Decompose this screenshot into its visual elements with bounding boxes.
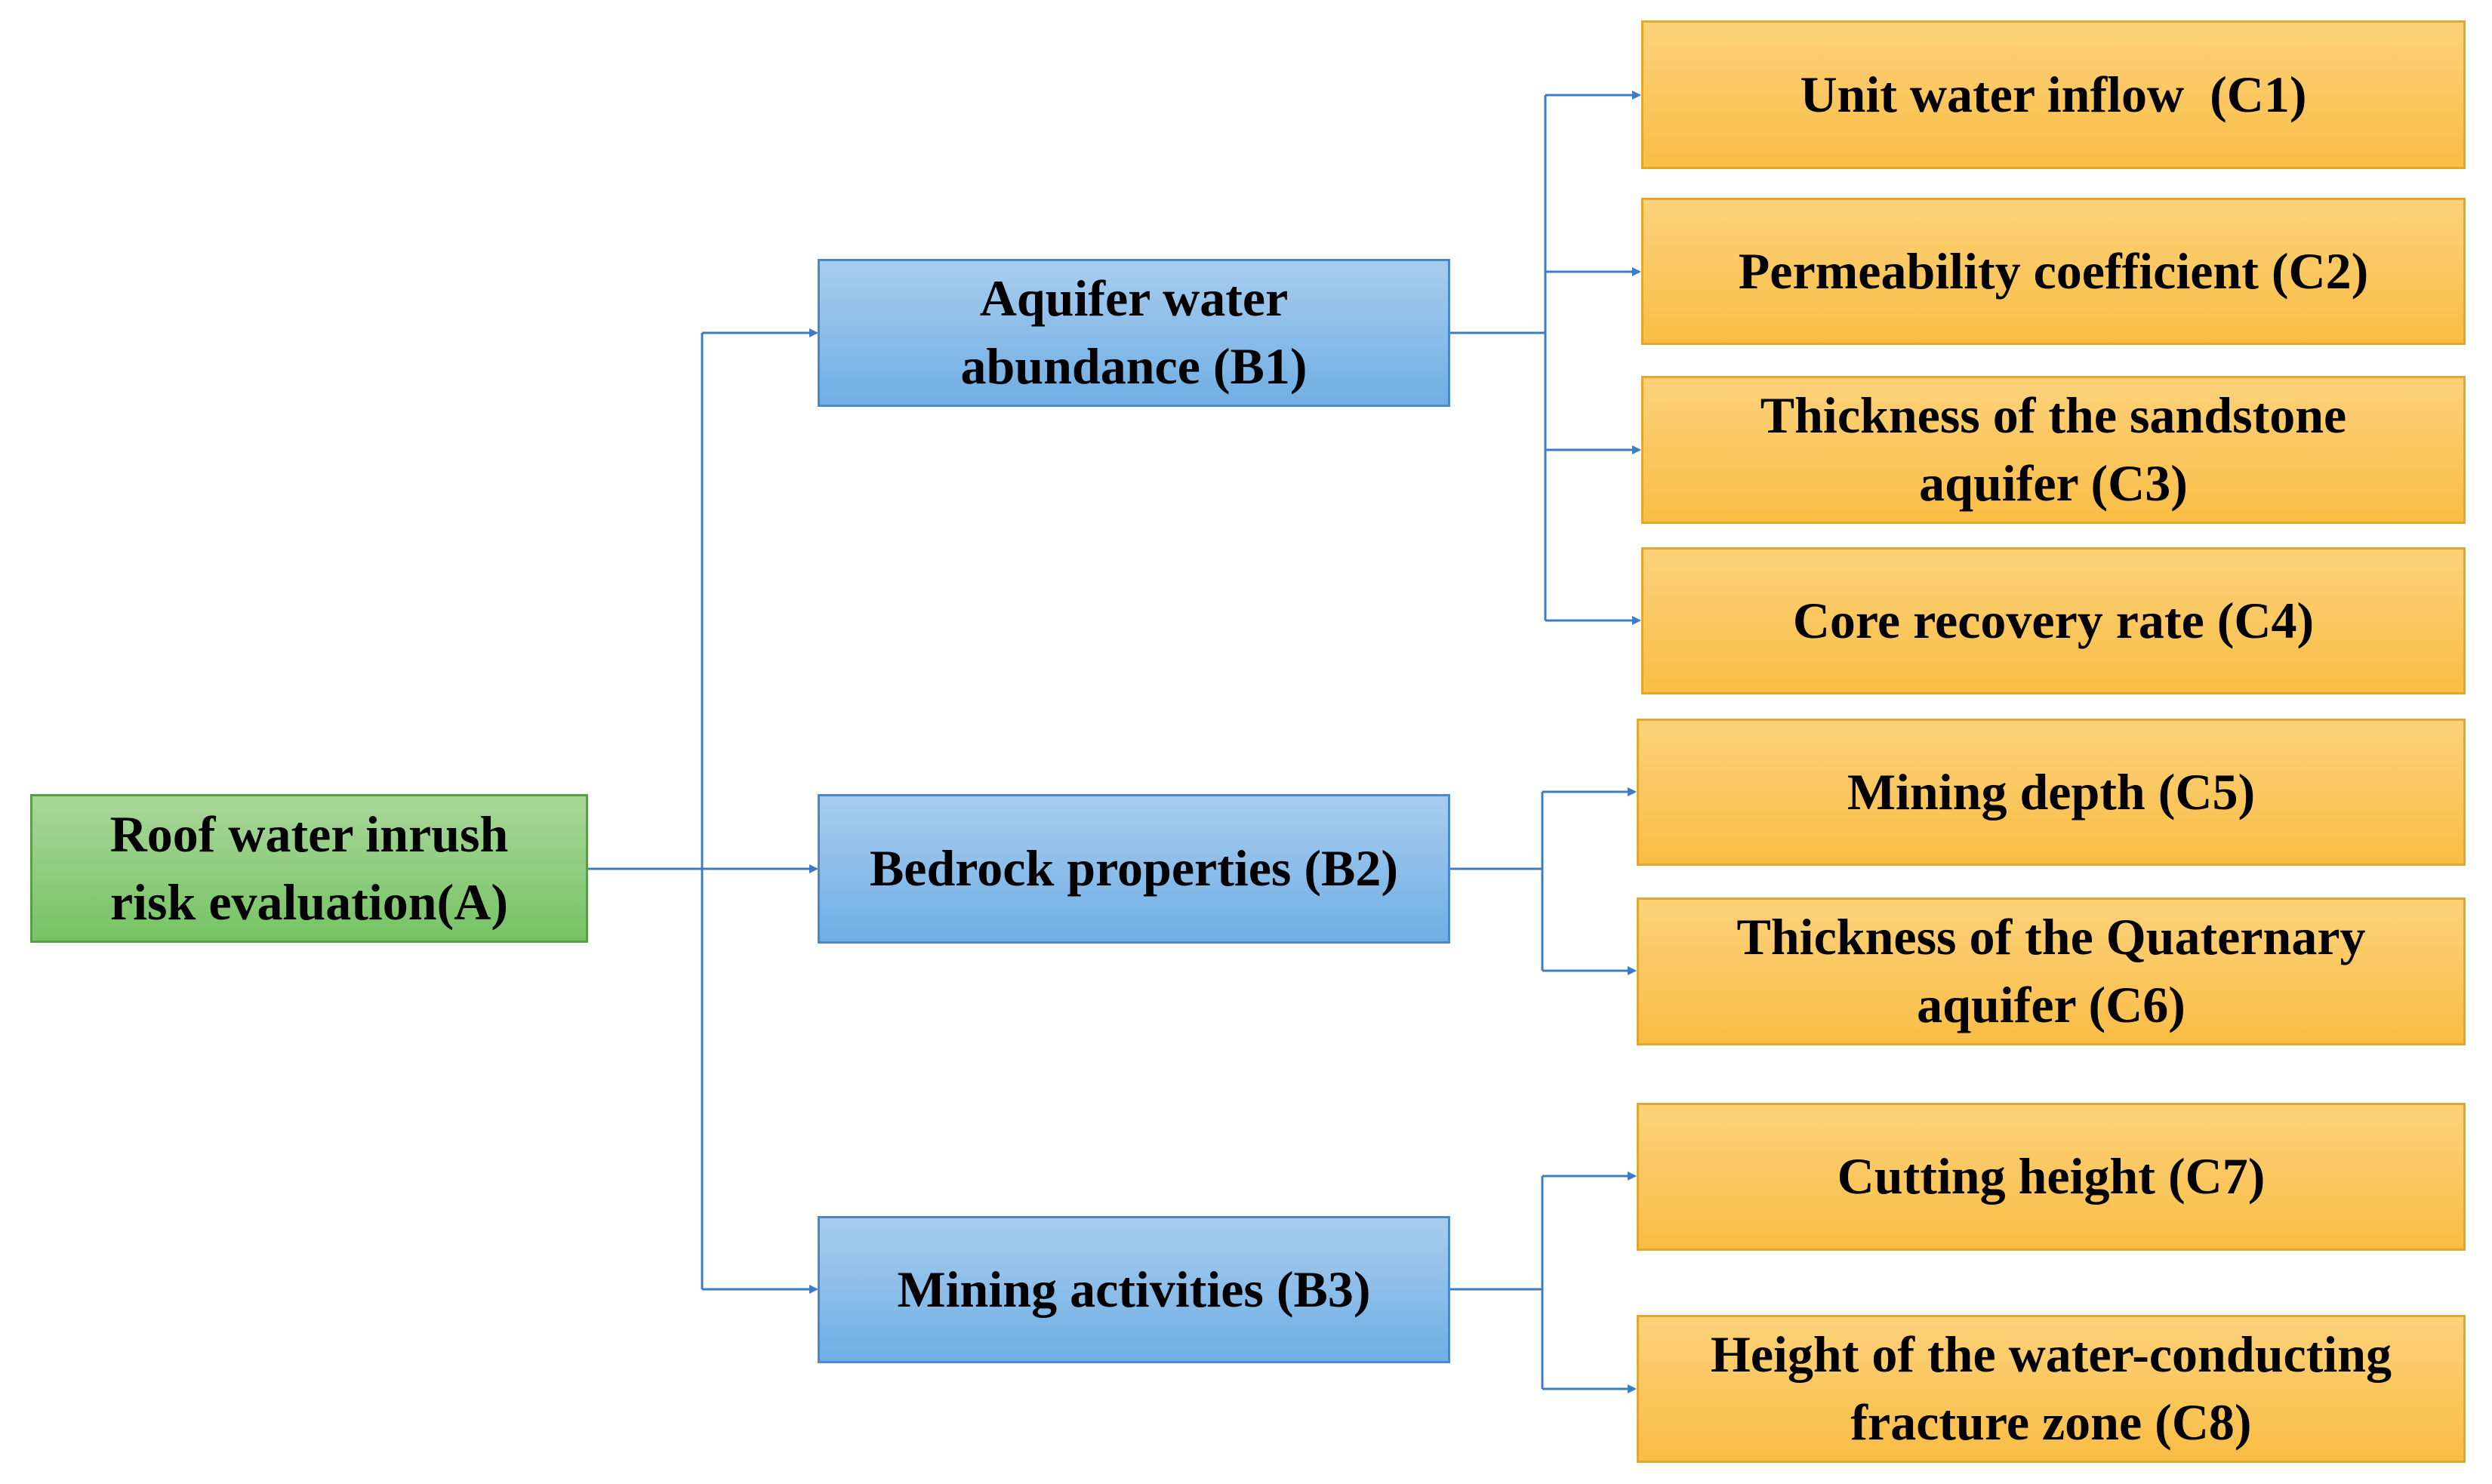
indicator-c8-label: Height of the water-conducting fracture … bbox=[1711, 1321, 2392, 1457]
indicator-c3-label-line-1: Thickness of the sandstone bbox=[1760, 386, 2347, 445]
indicator-c3-label: Thickness of the sandstone aquifer (C3) bbox=[1760, 382, 2347, 518]
root-node: Roof water inrush risk evaluation(A) bbox=[30, 794, 588, 943]
criterion-b1-label-line-2: abundance (B1) bbox=[960, 337, 1308, 395]
indicator-node-c1: Unit water inflow (C1) bbox=[1641, 20, 2466, 169]
root-label-line-2: risk evaluation(A) bbox=[109, 873, 508, 931]
indicator-c7-label: Cutting height (C7) bbox=[1837, 1147, 2266, 1205]
indicator-c3-label-line-2: aquifer (C3) bbox=[1919, 454, 2188, 512]
criterion-node-b1: Aquifer water abundance (B1) bbox=[818, 259, 1450, 407]
indicator-node-c7: Cutting height (C7) bbox=[1637, 1103, 2466, 1251]
indicator-node-c3: Thickness of the sandstone aquifer (C3) bbox=[1641, 376, 2466, 524]
indicator-node-c6: Thickness of the Quaternary aquifer (C6) bbox=[1637, 897, 2466, 1045]
criterion-node-b3: Mining activities (B3) bbox=[818, 1216, 1450, 1363]
root-label-line-1: Roof water inrush bbox=[109, 805, 509, 863]
indicator-c1-label: Unit water inflow (C1) bbox=[1800, 65, 2307, 123]
criterion-b3-label: Mining activities (B3) bbox=[897, 1260, 1371, 1318]
indicator-c8-label-line-2: fracture zone (C8) bbox=[1850, 1393, 2252, 1451]
criterion-b1-label-line-1: Aquifer water bbox=[979, 269, 1289, 328]
indicator-node-c8: Height of the water-conducting fracture … bbox=[1637, 1315, 2466, 1463]
indicator-c2-label: Permeability coefficient (C2) bbox=[1738, 242, 2369, 300]
criterion-b2-label: Bedrock properties (B2) bbox=[869, 839, 1399, 897]
criterion-node-b2: Bedrock properties (B2) bbox=[818, 794, 1450, 944]
criterion-b1-label: Aquifer water abundance (B1) bbox=[960, 265, 1307, 401]
indicator-node-c4: Core recovery rate (C4) bbox=[1641, 547, 2466, 694]
indicator-c6-label: Thickness of the Quaternary aquifer (C6) bbox=[1737, 904, 2366, 1039]
indicator-c4-label: Core recovery rate (C4) bbox=[1792, 591, 2315, 649]
indicator-node-c2: Permeability coefficient (C2) bbox=[1641, 198, 2466, 345]
indicator-c6-label-line-1: Thickness of the Quaternary bbox=[1736, 908, 2366, 966]
indicator-c8-label-line-1: Height of the water-conducting bbox=[1710, 1325, 2392, 1384]
root-label: Roof water inrush risk evaluation(A) bbox=[110, 801, 509, 937]
indicator-c6-label-line-2: aquifer (C6) bbox=[1917, 976, 2186, 1033]
indicator-c5-label: Mining depth (C5) bbox=[1847, 762, 2256, 821]
indicator-node-c5: Mining depth (C5) bbox=[1637, 719, 2466, 866]
